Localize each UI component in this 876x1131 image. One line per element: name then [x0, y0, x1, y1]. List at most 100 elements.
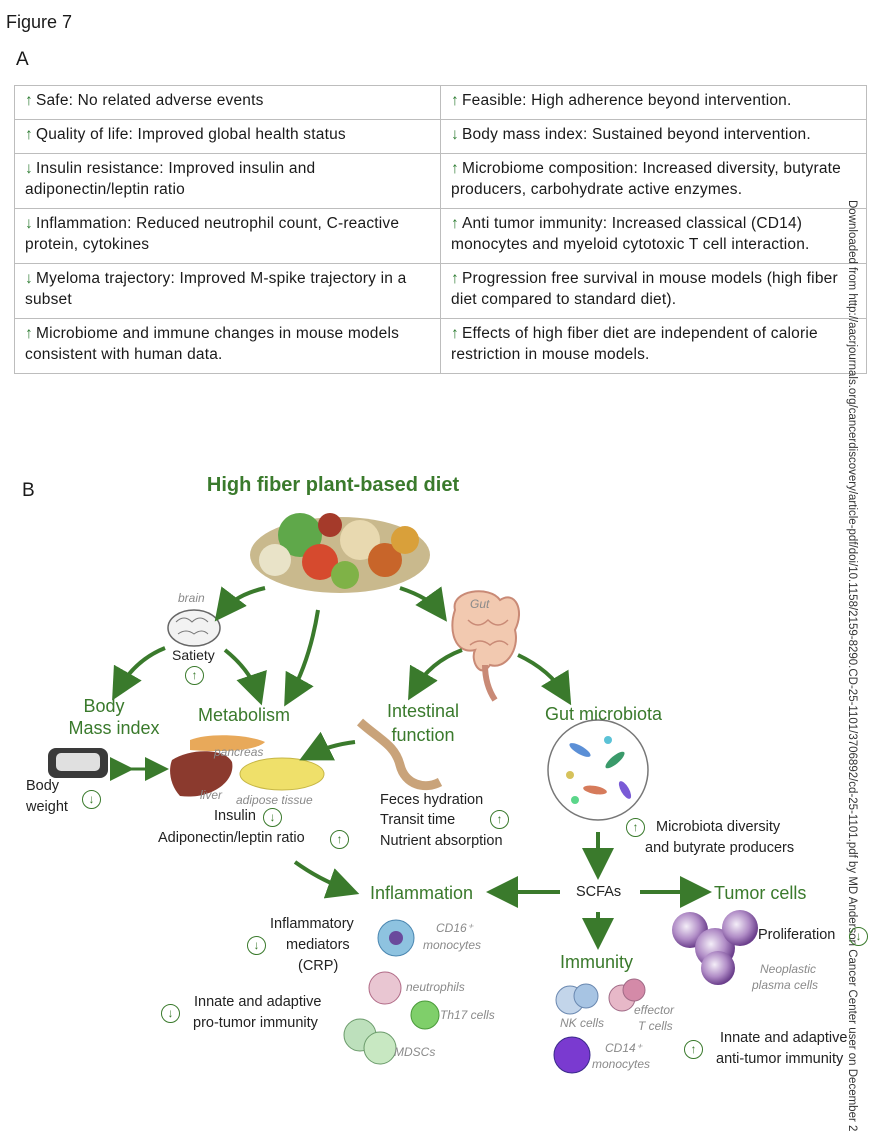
arrow-down-icon: ↓: [451, 126, 459, 143]
liver-label: liver: [200, 788, 223, 802]
table-row: ↑Microbiome and immune changes in mouse …: [14, 318, 867, 374]
arrow-down-icon: ↓: [25, 160, 33, 177]
microbiota-label-2: and butyrate producers: [645, 840, 795, 856]
body-weight-down-icon: ↓: [82, 790, 101, 809]
adipo-ratio-label: Adiponectin/leptin ratio: [158, 830, 305, 846]
anti-tumor-label-1: Innate and adaptive: [720, 1030, 848, 1046]
gut-microbiota-heading: Gut microbiota: [545, 704, 663, 724]
arrow-up-icon: ↑: [451, 215, 459, 232]
table-cell-text: Inflammation: Reduced neutrophil count, …: [25, 215, 400, 253]
tumor-cells-illustration: [672, 910, 758, 985]
satiety-label: Satiety: [172, 647, 215, 663]
neoplastic-label-2: plasma cells: [752, 978, 819, 992]
table-cell-text: Progression free survival in mouse model…: [451, 270, 838, 308]
adipo-ratio-up-icon: ↑: [330, 830, 349, 849]
pro-tumor-label-1: Innate and adaptive: [194, 994, 322, 1010]
feces-label: Feces hydration: [380, 792, 484, 808]
anti-tumor-up-icon: ↑: [684, 1040, 703, 1059]
table-cell: ↓Myeloma trajectory: Improved M-spike tr…: [14, 263, 441, 319]
table-cell-text: Myeloma trajectory: Improved M-spike tra…: [25, 270, 407, 308]
pancreas-label: pancreas: [214, 745, 264, 759]
transit-up-icon: ↑: [490, 810, 509, 829]
neutrophils-label: neutrophils: [406, 980, 465, 994]
intestine-icon: [356, 718, 443, 791]
liver-icon: [170, 751, 233, 797]
immune-cells-left: [343, 919, 440, 1065]
table-cell-text: Effects of high fiber diet are independe…: [451, 325, 818, 363]
cd16-label-1: CD16⁺: [436, 921, 474, 935]
panel-b-label: B: [22, 480, 35, 501]
brain-label: brain: [178, 591, 205, 605]
arrow-up-icon: ↑: [25, 92, 33, 109]
table-cell-text: Quality of life: Improved global health …: [35, 126, 346, 143]
immunity-heading: Immunity: [560, 952, 634, 972]
anti-tumor-label-2: anti-tumor immunity: [716, 1051, 844, 1067]
pancreas-icon: [190, 735, 265, 752]
scfas-label: SCFAs: [576, 884, 622, 900]
effector-label-2: T cells: [638, 1019, 673, 1033]
th17-label: Th17 cells: [440, 1008, 495, 1022]
arrow-down-icon: ↓: [25, 215, 33, 232]
table-cell: ↑Anti tumor immunity: Increased classica…: [440, 208, 867, 264]
table-row: ↓Myeloma trajectory: Improved M-spike tr…: [14, 263, 867, 319]
insulin-label: Insulin: [214, 808, 256, 824]
satiety-up-icon: ↑: [185, 666, 204, 685]
table-row: ↓Insulin resistance: Improved insulin an…: [14, 153, 867, 209]
table-cell: ↑Feasible: High adherence beyond interve…: [440, 85, 867, 120]
table-cell: ↑Microbiome composition: Increased diver…: [440, 153, 867, 209]
microbiota-up-icon: ↑: [626, 818, 645, 837]
arrow-up-icon: ↑: [451, 270, 459, 287]
table-cell: ↓Insulin resistance: Improved insulin an…: [14, 153, 441, 209]
proliferation-down-icon: ↓: [849, 927, 868, 946]
inflam-mediators-2: mediators: [286, 937, 350, 953]
table-cell-text: Safe: No related adverse events: [35, 92, 264, 109]
table-cell-text: Body mass index: Sustained beyond interv…: [461, 126, 811, 143]
inflam-down-icon: ↓: [247, 936, 266, 955]
vegetables-illustration: [250, 513, 430, 593]
table-cell: ↑Progression free survival in mouse mode…: [440, 263, 867, 319]
transit-label: Transit time: [380, 812, 456, 828]
cd16-label-2: monocytes: [423, 938, 482, 952]
arrow-up-icon: ↑: [451, 92, 459, 109]
bmi-heading-2: Mass index: [68, 718, 160, 738]
inflam-mediators-1: Inflammatory: [270, 916, 354, 932]
nutrient-label: Nutrient absorption: [380, 833, 503, 849]
arrow-up-icon: ↑: [25, 126, 33, 143]
intestinal-heading-2: function: [391, 725, 455, 745]
insulin-down-icon: ↓: [263, 808, 282, 827]
gut-illustration: [451, 590, 520, 702]
body-weight-label-2: weight: [26, 799, 68, 815]
metabolism-heading: Metabolism: [198, 705, 291, 725]
table-cell: ↑Safe: No related adverse events: [14, 85, 441, 120]
table-cell: ↑Effects of high fiber diet are independ…: [440, 318, 867, 374]
table-cell-text: Insulin resistance: Improved insulin and…: [25, 160, 316, 198]
bmi-heading-1: Body: [83, 696, 125, 716]
microbiota-dish-icon: [547, 719, 649, 821]
table-row: ↑Quality of life: Improved global health…: [14, 119, 867, 154]
mdscs-label: MDSCs: [394, 1045, 436, 1059]
effector-label-1: effector: [634, 1003, 675, 1017]
nk-label: NK cells: [560, 1016, 605, 1030]
body-weight-label-1: Body: [26, 778, 60, 794]
table-cell: ↑Microbiome and immune changes in mouse …: [14, 318, 441, 374]
gut-label: Gut: [470, 597, 490, 611]
cd14-label-1: CD14⁺: [605, 1041, 643, 1055]
table-cell: ↑Quality of life: Improved global health…: [14, 119, 441, 154]
panel-a-label: A: [16, 49, 29, 70]
table-cell-text: Microbiome and immune changes in mouse m…: [25, 325, 400, 363]
neoplastic-label-1: Neoplastic: [760, 962, 817, 976]
inflam-mediators-3: (CRP): [298, 958, 339, 974]
table-cell: ↓Inflammation: Reduced neutrophil count,…: [14, 208, 441, 264]
arrow-up-icon: ↑: [25, 325, 33, 342]
pro-tumor-down-icon: ↓: [161, 1004, 180, 1023]
immune-cells-right: [553, 978, 646, 1074]
pro-tumor-label-2: pro-tumor immunity: [193, 1015, 318, 1031]
table-cell-text: Anti tumor immunity: Increased classical…: [451, 215, 810, 253]
proliferation-label: Proliferation: [758, 927, 836, 943]
adipose-label: adipose tissue: [236, 793, 313, 807]
scale-icon: [48, 748, 108, 778]
table-cell: ↓Body mass index: Sustained beyond inter…: [440, 119, 867, 154]
table-row: ↑Safe: No related adverse events↑Feasibl…: [14, 85, 867, 120]
adipose-icon: [239, 757, 325, 791]
